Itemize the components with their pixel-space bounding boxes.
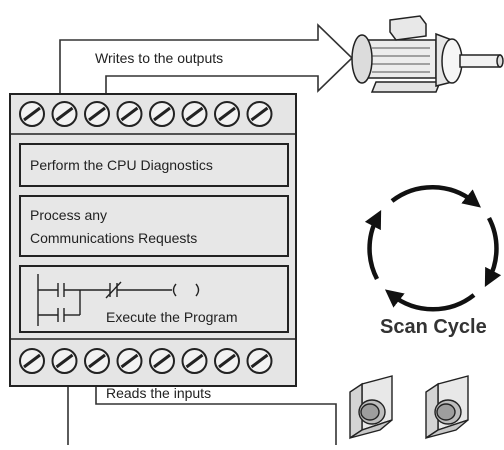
terminal-screw-icon [116, 101, 143, 127]
plc-unit: Perform the CPU Diagnostics Process any … [9, 93, 297, 387]
motor-icon [351, 15, 504, 93]
pushbutton-icon [349, 375, 469, 440]
circular-arrows-icon [364, 184, 502, 312]
scan-cycle-label: Scan Cycle [380, 316, 487, 338]
terminal-screw-icon [214, 348, 240, 374]
pushbutton-right [425, 375, 469, 440]
output-arrow-label: Writes to the outputs [95, 50, 223, 66]
terminal-screw-icon [149, 101, 175, 127]
terminal-screw-icon [84, 101, 110, 127]
terminal-screw-icon [51, 101, 78, 127]
terminal-screw-icon [149, 348, 175, 374]
plc-section-program: Execute the Program [19, 265, 289, 333]
terminal-screw-icon [181, 101, 208, 127]
cycle-arrow-left [364, 210, 382, 281]
terminal-screw-icon [51, 348, 78, 374]
terminal-screw-icon [246, 101, 273, 127]
ladder-logic-icon [37, 274, 200, 326]
section-program-label: Execute the Program [106, 309, 238, 325]
plc-section-communications: Process any Communications Requests [19, 195, 289, 257]
terminal-screw-icon [19, 348, 45, 374]
terminal-screw-icon [19, 101, 45, 127]
terminal-screw-icon [246, 348, 273, 374]
section-communications-line2: Communications Requests [30, 230, 197, 246]
terminal-screw-icon [214, 101, 240, 127]
bottom-terminal-strip [19, 348, 273, 374]
terminal-screw-icon [116, 348, 143, 374]
section-diagnostics-label: Perform the CPU Diagnostics [30, 157, 213, 173]
section-communications-line1: Process any [30, 207, 107, 223]
input-arrow-label: Reads the inputs [106, 385, 211, 401]
top-terminal-strip [19, 101, 273, 127]
terminal-screw-icon [84, 348, 110, 374]
cycle-arrow-top [390, 184, 481, 208]
cycle-arrow-right [484, 216, 502, 287]
cycle-arrow-bottom [384, 289, 476, 312]
plc-section-diagnostics: Perform the CPU Diagnostics [19, 143, 289, 187]
pushbutton-left [349, 375, 393, 440]
output-arrow: Writes to the outputs [59, 23, 354, 94]
terminal-screw-icon [181, 348, 208, 374]
